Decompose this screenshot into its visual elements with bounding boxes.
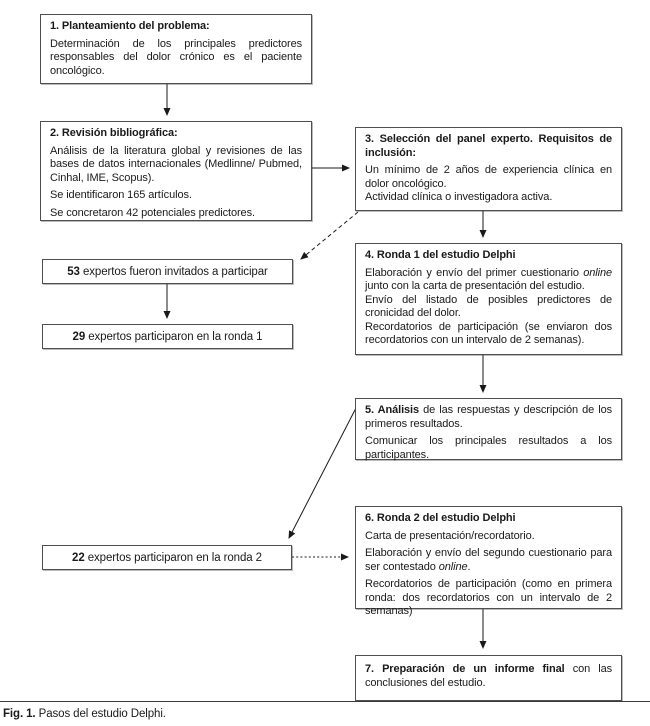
box-4-p1-online: online	[583, 266, 612, 279]
experts-22-number: 22	[72, 551, 85, 564]
box-experts-22-round2: 22 expertos participaron en la ronda 2	[42, 545, 292, 570]
box-1-body: Determinación de los principales predict…	[50, 37, 302, 77]
box-4-paragraph-3: Recordatorios de participación (se envia…	[365, 320, 612, 347]
experts-29-number: 29	[72, 330, 86, 343]
caption-divider	[0, 701, 650, 702]
box-6-ronda-2-delphi: 6. Ronda 2 del estudio Delphi Carta de p…	[355, 506, 622, 617]
box-4-paragraph-2: Envío del listado de posibles predictore…	[365, 293, 612, 320]
arrow-box5-to-experts22	[288, 407, 357, 539]
box-2-revision-bibliografica: 2. Revisión bibliográfica: Análisis de l…	[40, 121, 312, 221]
box-2-paragraph-1: Análisis de la literatura global y revis…	[50, 144, 302, 184]
box-3-paragraph-2: Actividad clínica o investigadora activa…	[365, 191, 553, 203]
box-1-title: 1. Planteamiento del problema:	[50, 20, 210, 32]
box-6-paragraph-2: Elaboración y envío del segundo cuestion…	[365, 547, 612, 574]
box-5-title: 5. Análisis	[365, 404, 420, 416]
box-5-paragraph-1: 5. Análisis de las respuestas y descripc…	[365, 404, 612, 431]
box-4-ronda-1-delphi: 4. Ronda 1 del estudio Delphi Elaboració…	[355, 243, 622, 355]
box-3-paragraph-1: Un mínimo de 2 años de experiencia clíni…	[365, 164, 612, 190]
box-6-p2-online: online	[438, 560, 468, 573]
box-6-paragraph-1: Carta de presentación/recordatorio.	[365, 529, 535, 542]
figure-caption: Fig. 1. Pasos del estudio Delphi.	[3, 708, 166, 720]
box-7-paragraph: 7. Preparación de un informe final con l…	[365, 663, 612, 690]
box-2-paragraph-2: Se identificaron 165 artículos.	[50, 189, 192, 201]
box-7-text: con las conclusiones del estudio.	[365, 663, 612, 689]
box-4-p1-text-end: junto con la carta de presentación del e…	[365, 280, 585, 292]
box-6-paragraph-3: Recordatorios de participación (como en …	[365, 578, 612, 617]
box-3-seleccion-panel-experto: 3. Selección del panel experto. Requisit…	[355, 127, 622, 211]
box-7-title: 7. Preparación de un informe final	[365, 663, 565, 675]
box-2-paragraph-3: Se concretaron 42 potenciales predictore…	[50, 206, 255, 219]
box-1-planteamiento-del-problema: 1. Planteamiento del problema: Determina…	[40, 14, 312, 84]
experts-29-label: expertos participaron en la ronda 1	[85, 330, 263, 343]
figure-caption-label: Fig. 1.	[3, 708, 36, 720]
box-5-p1-text: de las respuestas y descripción de los p…	[365, 404, 612, 430]
box-5-paragraph-2: Comunicar los principales resultados a l…	[365, 435, 612, 461]
box-6-p2-text: Elaboración y envío del segundo cuestion…	[365, 547, 612, 573]
box-experts-53-invited: 53 expertos fueron invitados a participa…	[42, 259, 293, 284]
figure-caption-text: Pasos del estudio Delphi.	[35, 708, 166, 720]
box-experts-29-round1: 29 expertos participaron en la ronda 1	[42, 324, 293, 349]
box-6-p2-text-end: .	[467, 560, 471, 573]
box-3-title: 3. Selección del panel experto. Requisit…	[365, 133, 612, 159]
box-2-title: 2. Revisión bibliográfica:	[50, 127, 178, 139]
box-4-paragraph-1: Elaboración y envío del primer cuestiona…	[365, 267, 612, 294]
box-7-informe-final: 7. Preparación de un informe final con l…	[355, 655, 622, 701]
box-4-p1-text: Elaboración y envío del primer cuestiona…	[365, 266, 584, 279]
box-4-title: 4. Ronda 1 del estudio Delphi	[365, 249, 516, 261]
box-6-title: 6. Ronda 2 del estudio Delphi	[365, 512, 516, 524]
box-5-analisis-respuestas: 5. Análisis de las respuestas y descripc…	[355, 398, 622, 461]
experts-53-number: 53	[67, 265, 80, 278]
experts-53-label: expertos fueron invitados a participar	[79, 265, 268, 278]
experts-22-label: expertos participaron en la ronda 2	[84, 551, 262, 564]
